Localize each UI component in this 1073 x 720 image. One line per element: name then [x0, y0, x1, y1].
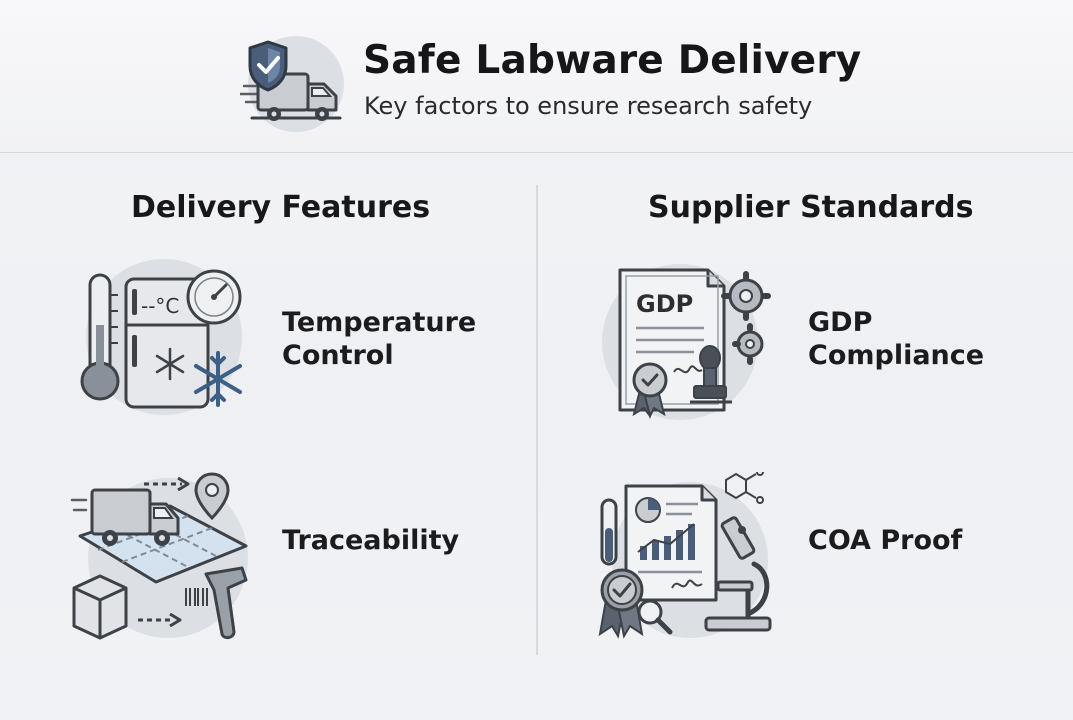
- header-banner: Safe Labware Delivery Key factors to ens…: [0, 0, 1073, 153]
- coa-report-microscope-icon: [598, 472, 772, 639]
- shield-truck-icon: [240, 36, 344, 132]
- gdp-doc-text: GDP: [636, 290, 693, 318]
- traceability-label: Traceability: [282, 525, 460, 556]
- delivery-features-heading: Delivery Features: [131, 190, 431, 225]
- gdp-certificate-icon: GDP: [602, 264, 771, 420]
- supplier-standards-heading: Supplier Standards: [648, 190, 974, 225]
- column-divider: [536, 185, 538, 655]
- gdp-compliance-label: GDP Compliance: [808, 307, 985, 371]
- page-title: Safe Labware Delivery: [363, 38, 862, 83]
- traceability-map-icon: [70, 472, 248, 640]
- coa-proof-label: COA Proof: [808, 525, 963, 556]
- page-subtitle: Key factors to ensure research safety: [364, 92, 813, 120]
- temperature-control-label: Temperature Control: [282, 307, 477, 371]
- temperature-fridge-icon: --°C: [80, 259, 242, 415]
- fridge-display: --°C: [141, 294, 179, 318]
